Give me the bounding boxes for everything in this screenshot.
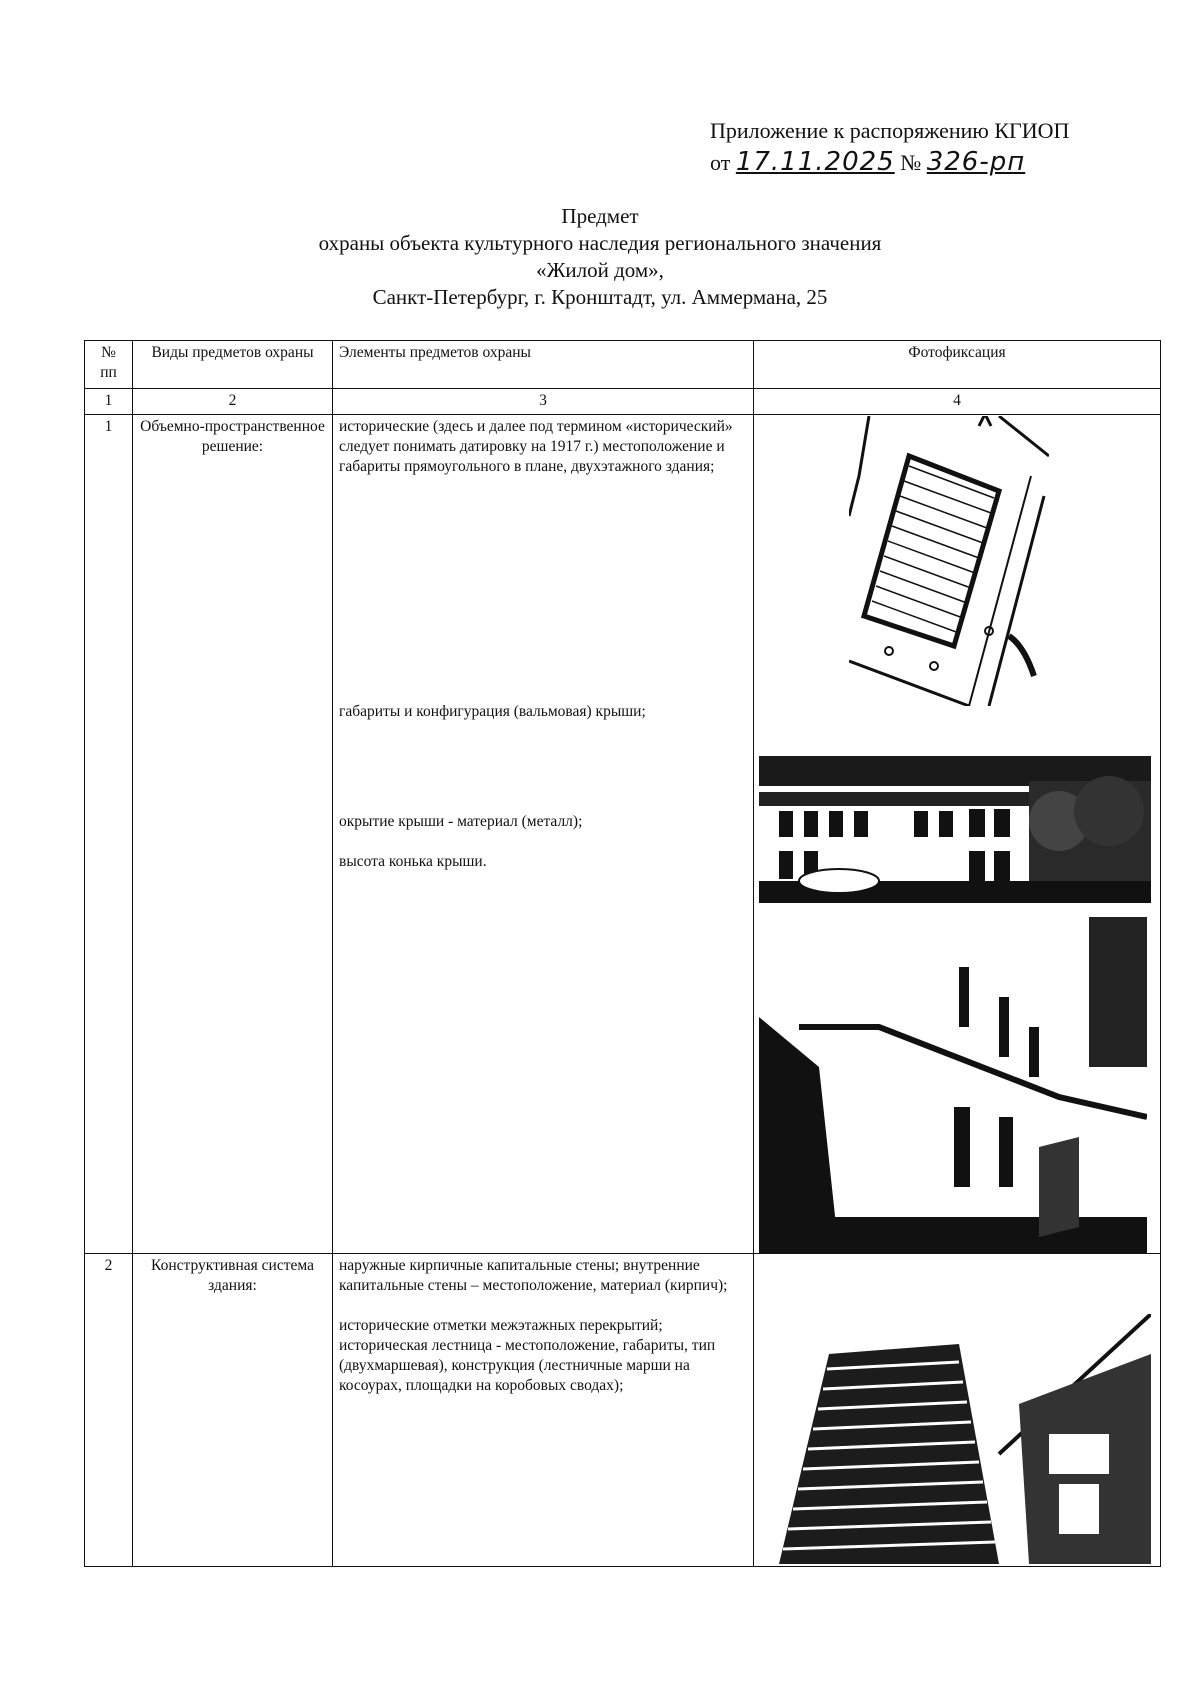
row-num: 2 [84,1253,133,1567]
title-line-3: «Жилой дом», [536,258,664,282]
row-photos [753,1253,1161,1567]
header-num: № пп [84,340,133,389]
header-elements: Элементы предметов охраны [332,340,754,389]
element-item: наружные кирпичные капитальные стены; вн… [339,1257,728,1294]
order-date: 17.11.2025 [735,147,895,177]
header-photo: Фотофиксация [753,340,1161,389]
order-number: 326-рп [926,147,1026,177]
row-elements: исторические (здесь и далее под термином… [332,414,754,1254]
index-cell: 3 [332,388,754,415]
row-kind: Конструктивная система здания: [132,1253,333,1567]
building-side-photo [759,917,1147,1253]
title-line-4: Санкт-Петербург, г. Кронштадт, ул. Аммер… [372,285,828,309]
index-cell: 2 [132,388,333,415]
order-reference: от 17.11.2025 № 326-рп [710,147,1065,178]
table-header-row: № пп Виды предметов охраны Элементы пред… [84,340,1161,389]
title-line-2: охраны объекта культурного наследия реги… [318,231,882,255]
cadastral-map-image [849,416,1049,706]
staircase-photo [759,1314,1151,1564]
element-item: габариты и конфигурация (вальмовая) крыш… [339,703,646,720]
order-from-prefix: от [710,150,731,175]
protection-subject-table: № пп Виды предметов охраны Элементы пред… [84,340,1161,1567]
element-item: высота конька крыши. [339,853,487,870]
row-kind: Объемно-пространственное решение: [132,414,333,1254]
appendix-label: Приложение к распоряжению КГИОП [710,118,1070,143]
row-photos [753,414,1161,1254]
street-facade-photo [759,731,1151,903]
order-number-sign: № [900,150,922,175]
element-item: исторические (здесь и далее под термином… [339,418,733,475]
row-num: 1 [84,414,133,1254]
element-item: окрытие крыши - материал (металл); [339,813,583,830]
index-cell: 1 [84,388,133,415]
table-index-row: 1 2 3 4 [84,388,1161,415]
row-elements: наружные кирпичные капитальные стены; вн… [332,1253,754,1567]
index-cell: 4 [753,388,1161,415]
table-row: 1 Объемно-пространственное решение: исто… [84,414,1161,1254]
header-kind: Виды предметов охраны [132,340,333,389]
title-line-1: Предмет [561,204,639,228]
element-item: исторические отметки межэтажных перекрыт… [339,1317,716,1394]
table-row: 2 Конструктивная система здания: наружны… [84,1253,1161,1567]
